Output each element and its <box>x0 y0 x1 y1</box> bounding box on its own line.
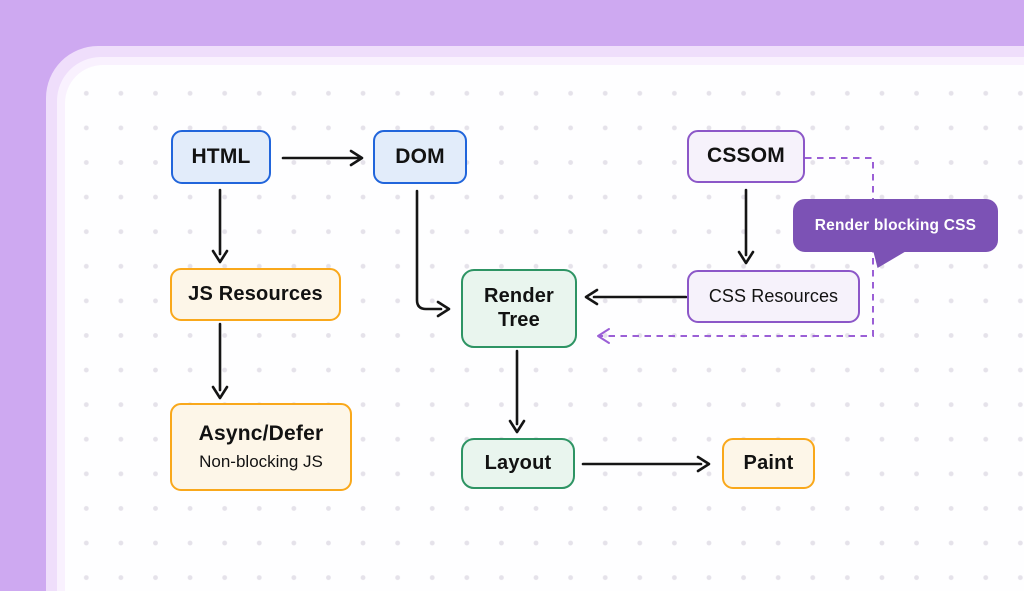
node-layout-label: Layout <box>484 451 552 474</box>
node-layout: Layout <box>461 438 575 489</box>
node-paint: Paint <box>722 438 815 489</box>
node-dom-label: DOM <box>395 144 445 168</box>
node-html-label: HTML <box>191 144 251 168</box>
node-css-resources: CSS Resources <box>687 270 860 323</box>
node-cssom: CSSOM <box>687 130 805 183</box>
node-cssom-label: CSSOM <box>706 144 785 168</box>
node-html: HTML <box>171 130 271 184</box>
callout-render-blocking-css: Render blocking CSS <box>793 199 998 268</box>
node-paint-label: Paint <box>743 451 794 474</box>
node-css-resources-label: CSS Resources <box>708 285 839 306</box>
node-async-defer-sublabel: Non-blocking JS <box>199 451 323 471</box>
node-render-tree-label: Render Tree <box>483 284 555 331</box>
node-async-defer-label: Async/Defer <box>198 422 324 446</box>
node-render-tree: Render Tree <box>461 269 577 348</box>
node-js-resources-label: JS Resources <box>188 282 323 305</box>
callout-render-blocking-css-label: Render blocking CSS <box>814 216 977 234</box>
node-dom: DOM <box>373 130 467 184</box>
node-async-defer: Async/Defer Non-blocking JS <box>170 403 352 491</box>
node-js-resources: JS Resources <box>170 268 341 321</box>
